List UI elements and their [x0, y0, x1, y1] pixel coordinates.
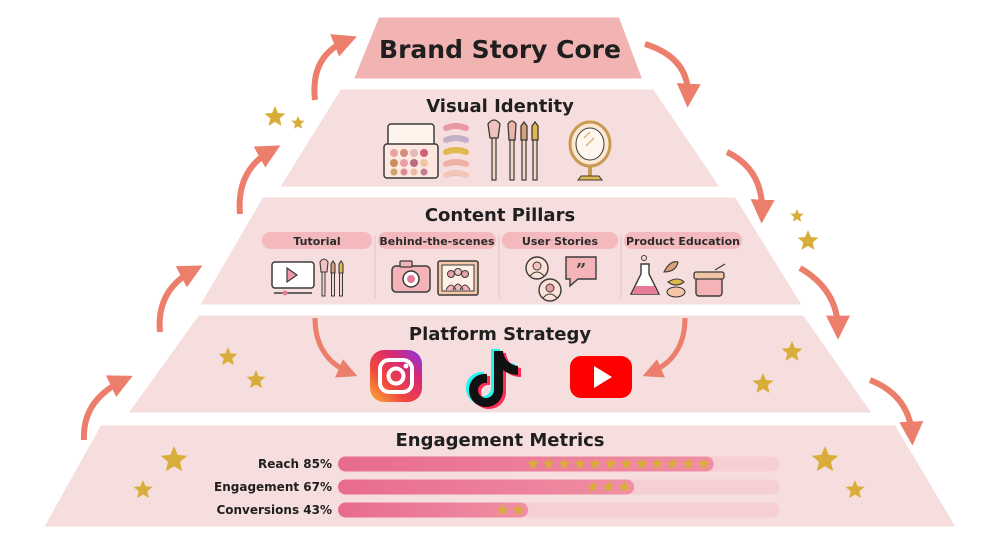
metrics-bars: Reach 85% Engagement 67% Conversions 43% — [214, 456, 780, 518]
quote-bubble-icon: ” — [565, 256, 597, 288]
pillar-label: Tutorial — [293, 235, 340, 248]
star-icon — [797, 230, 819, 250]
arrow-cycle-left-4 — [80, 375, 133, 441]
vanity-mirror-icon — [568, 120, 612, 181]
metric-star-icon — [589, 458, 601, 469]
metric-label: Reach 85% — [258, 457, 332, 471]
tier-brand-story-core: Brand Story Core — [349, 14, 647, 82]
brand-story-core-title: Brand Story Core — [379, 35, 621, 64]
makeup-brushes-small-icon — [319, 258, 344, 297]
metric-star-icon — [512, 504, 524, 515]
group-photo-icon — [437, 260, 479, 296]
metric-star-icon — [682, 458, 694, 469]
user-avatars-icon — [525, 256, 562, 302]
metric-star-icon — [496, 504, 509, 515]
makeup-brushes-icon — [487, 119, 539, 181]
metric-row: Conversions 43% — [216, 502, 780, 518]
metric-star-icon — [574, 458, 586, 469]
star-icon — [133, 480, 153, 499]
video-player-icon — [271, 261, 315, 296]
star-icon — [781, 341, 803, 361]
metric-star-icon — [558, 458, 570, 469]
metric-star-icon — [698, 458, 710, 469]
arrow-cycle-right-top — [644, 41, 701, 108]
star-icon — [291, 116, 305, 129]
metric-star-icon — [667, 458, 679, 469]
metric-star-icon — [651, 458, 663, 469]
platform-strategy-title: Platform Strategy — [409, 324, 591, 345]
metric-star-icon — [543, 458, 555, 469]
tiktok-icon[interactable] — [466, 349, 521, 409]
metric-star-icon — [527, 458, 539, 469]
pillar-label: Product Education — [626, 235, 740, 248]
decorative-stars — [133, 106, 865, 499]
metric-star-icon — [618, 481, 630, 492]
tier-content-pillars: Content Pillars — [195, 194, 807, 308]
arrow-to-youtube — [642, 317, 688, 378]
star-icon — [790, 209, 804, 222]
visual-identity-title: Visual Identity — [426, 96, 574, 117]
youtube-icon[interactable] — [570, 356, 632, 398]
star-icon — [160, 446, 188, 472]
arrow-cycle-right-4 — [868, 377, 924, 446]
metric-star-icon — [605, 458, 617, 469]
arrow-cycle-left-3 — [156, 265, 203, 333]
metric-star-icon — [636, 458, 648, 469]
metric-star-icon — [587, 481, 599, 492]
content-pillars-title: Content Pillars — [425, 205, 575, 226]
pillar-user-stories: User Stories ” — [502, 232, 618, 302]
arrow-to-instagram — [312, 317, 358, 378]
swatches-icon — [443, 123, 469, 178]
svg-text:”: ” — [576, 260, 586, 281]
metric-label: Conversions 43% — [216, 503, 332, 517]
metric-star-icon — [602, 481, 615, 492]
arrow-cycle-left-top — [311, 34, 357, 101]
star-icon — [811, 446, 839, 472]
star-icon — [845, 480, 865, 499]
pillar-behind-the-scenes: Behind-the-scenes — [378, 232, 496, 296]
star-icon — [264, 106, 286, 126]
star-icon — [752, 373, 774, 393]
leaves-icon — [663, 261, 686, 298]
metric-row: Reach 85% — [258, 456, 780, 472]
eyeshadow-palette-icon — [383, 123, 439, 179]
engagement-metrics-title: Engagement Metrics — [395, 430, 604, 451]
flask-icon — [629, 255, 661, 295]
metric-row: Engagement 67% — [214, 479, 780, 495]
metric-star-icon — [620, 458, 632, 469]
star-icon — [246, 370, 266, 389]
arrow-cycle-right-2 — [725, 149, 775, 224]
camera-icon — [391, 260, 431, 293]
metric-bar-fill — [338, 479, 635, 495]
tier-visual-identity: Visual Identity — [275, 86, 725, 190]
arrow-cycle-right-3 — [798, 265, 850, 340]
tier-engagement-metrics: Engagement Metrics — [39, 422, 961, 530]
pillar-label: User Stories — [522, 235, 599, 248]
metric-bar-fill — [338, 502, 529, 518]
instagram-icon[interactable] — [370, 350, 422, 402]
metric-bar-fill — [338, 456, 714, 472]
cream-jar-icon — [693, 263, 726, 297]
pillar-tutorial: Tutorial — [262, 232, 372, 297]
pillar-label: Behind-the-scenes — [379, 235, 495, 248]
star-icon — [218, 347, 238, 366]
cycle-arrows — [80, 34, 924, 446]
pillar-product-education: Product Education — [624, 232, 742, 298]
metric-label: Engagement 67% — [214, 480, 332, 494]
arrow-cycle-left-2 — [236, 145, 281, 215]
